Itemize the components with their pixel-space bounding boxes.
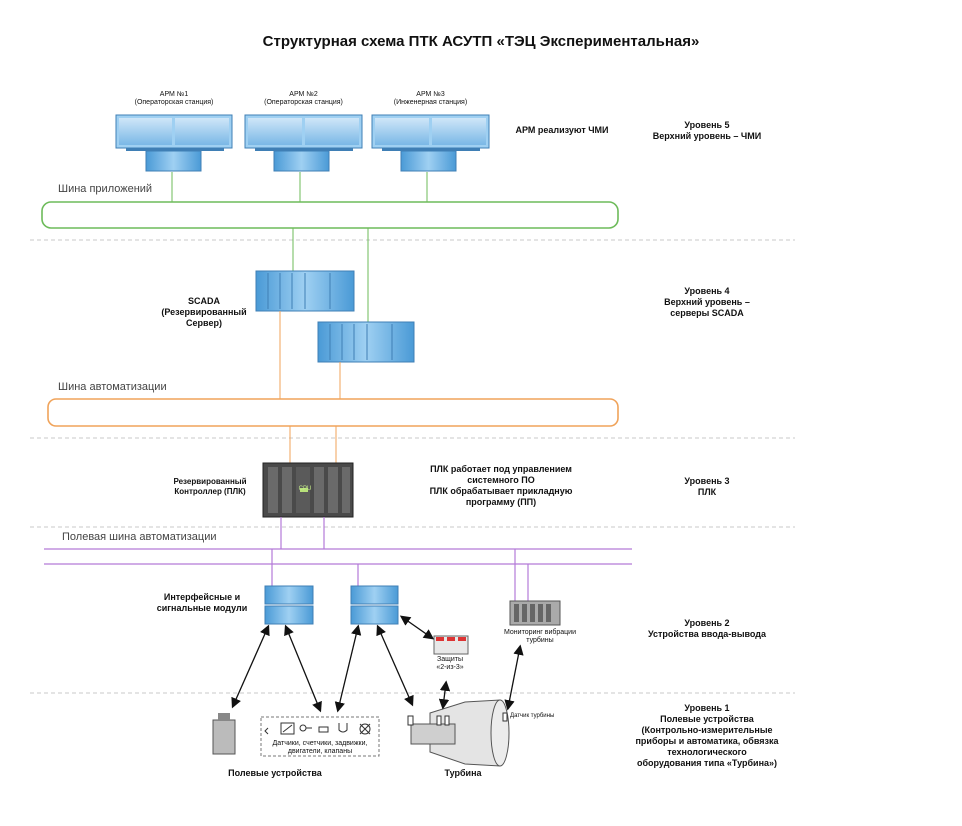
level-1-desc-5: оборудования типа «Турбина») xyxy=(636,758,778,768)
workstation-2-role: (Операторская станция) xyxy=(264,99,343,106)
workstation-links xyxy=(171,172,428,324)
level-3-title: Уровень 3 xyxy=(684,476,730,486)
workstation-1-role: (Операторская станция) xyxy=(134,99,214,106)
scada-label-line2: (Резервированный xyxy=(161,307,247,317)
plc-note: ПЛК работает под управлением системного … xyxy=(416,464,586,508)
turbine xyxy=(407,699,510,767)
vibration-label-line1: Мониторинг вибрации xyxy=(503,629,577,636)
workstation-1 xyxy=(115,114,233,172)
level-5-desc: Верхний уровень – ЧМИ xyxy=(652,131,762,141)
workstation-3-role: (Инженерная станция) xyxy=(393,99,468,106)
io-modules-label-line1: Интерфейсные и xyxy=(163,592,241,602)
level-3-desc: ПЛК xyxy=(697,487,717,497)
scada-label-line1: SCADA xyxy=(187,296,220,306)
sensors-caption: Датчики, счетчики, задвижки, двигатели, … xyxy=(262,740,378,756)
io-modules-left xyxy=(264,585,314,625)
level-2-desc: Устройства ввода-вывода xyxy=(647,629,767,639)
level-1-desc-2: (Контрольно-измерительные xyxy=(641,725,773,735)
sensors-caption-line1: Датчики, счетчики, задвижки, xyxy=(272,740,368,747)
level-1-desc-3: приборы и автоматика, обвязка xyxy=(635,736,779,746)
application-bus-label: Шина приложений xyxy=(58,183,153,195)
plc-label-line2: Контроллер (ПЛК) xyxy=(174,487,246,496)
level-dividers xyxy=(30,239,795,694)
protection-module xyxy=(433,635,469,655)
plc-label: Резервированный Контроллер (ПЛК) xyxy=(160,477,260,497)
sensor-icons xyxy=(264,722,371,735)
signal-arrows xyxy=(231,615,524,713)
protection-label: Защиты «2-из-3» xyxy=(420,656,480,672)
arm-note: АРМ реализуют ЧМИ xyxy=(515,125,609,135)
plc-note-line1: ПЛК работает под управлением xyxy=(430,464,572,474)
scada-label: SCADA (Резервированный Сервер) xyxy=(156,296,252,329)
level-4: Уровень 4 Верхний уровень – серверы SCAD… xyxy=(642,286,772,319)
level-4-title: Уровень 4 xyxy=(684,286,730,296)
automation-bus xyxy=(47,398,619,427)
automation-bus-label: Шина автоматизации xyxy=(58,381,167,393)
workstation-3-label: АРМ №3 (Инженерная станция) xyxy=(372,91,489,107)
application-bus xyxy=(41,201,619,229)
scada-server-2 xyxy=(317,321,415,363)
workstation-2 xyxy=(244,114,363,172)
level-5-title: Уровень 5 xyxy=(684,120,730,130)
io-modules-label-line2: сигнальные модули xyxy=(156,603,248,613)
vibration-label: Мониторинг вибрации турбины xyxy=(490,629,590,645)
diagram-title: Структурная схема ПТК АСУТП «ТЭЦ Экспери… xyxy=(262,33,700,50)
scada-label-line3: Сервер) xyxy=(186,318,222,328)
level-1-title: Уровень 1 xyxy=(684,703,730,713)
plc-cpu-label: CPU xyxy=(298,486,312,492)
protection-label-line1: Защиты xyxy=(436,656,464,663)
workstation-3 xyxy=(371,114,490,172)
workstation-1-label: АРМ №1 (Операторская станция) xyxy=(116,91,232,107)
sensors-caption-line2: двигатели, клапаны xyxy=(287,748,353,755)
field-devices-label: Полевые устройства xyxy=(228,768,322,778)
workstation-2-name: АРМ №2 xyxy=(289,91,318,98)
plc-note-line4: программу (ПП) xyxy=(465,497,537,507)
scada-server-1 xyxy=(255,270,355,312)
plc-note-line2: системного ПО xyxy=(467,475,535,485)
level-1-desc-4: технологического xyxy=(667,747,747,757)
level-5: Уровень 5 Верхний уровень – ЧМИ xyxy=(642,120,772,142)
vibration-monitor xyxy=(509,600,561,626)
level-4-desc-2: серверы SCADA xyxy=(670,308,744,318)
workstation-2-label: АРМ №2 (Операторская станция) xyxy=(245,91,362,107)
workstation-1-name: АРМ №1 xyxy=(159,91,189,98)
protection-label-line2: «2-из-3» xyxy=(436,664,464,671)
io-modules-right xyxy=(350,585,399,625)
turbine-label: Турбина xyxy=(444,768,482,778)
plc-rack xyxy=(262,462,354,518)
level-4-desc-1: Верхний уровень – xyxy=(664,297,750,307)
io-modules-label: Интерфейсные и сигнальные модули xyxy=(150,592,254,614)
plc-label-line1: Резервированный xyxy=(173,477,247,486)
scada-links xyxy=(279,311,341,463)
field-bus xyxy=(44,517,632,601)
field-bus-label: Полевая шина автоматизации xyxy=(62,531,217,543)
level-1-desc-1: Полевые устройства xyxy=(660,714,754,724)
level-2: Уровень 2 Устройства ввода-вывода xyxy=(634,618,780,640)
plc-note-line3: ПЛК обрабатывает прикладную xyxy=(429,486,573,496)
turbine-sensor-label: Датчик турбины xyxy=(510,713,555,719)
level-1: Уровень 1 Полевые устройства (Контрольно… xyxy=(622,703,792,769)
level-3: Уровень 3 ПЛК xyxy=(642,476,772,498)
level-2-title: Уровень 2 xyxy=(684,618,730,628)
vibration-label-line2: турбины xyxy=(526,637,554,644)
field-sensor-device xyxy=(212,713,236,755)
workstation-3-name: АРМ №3 xyxy=(416,91,445,98)
